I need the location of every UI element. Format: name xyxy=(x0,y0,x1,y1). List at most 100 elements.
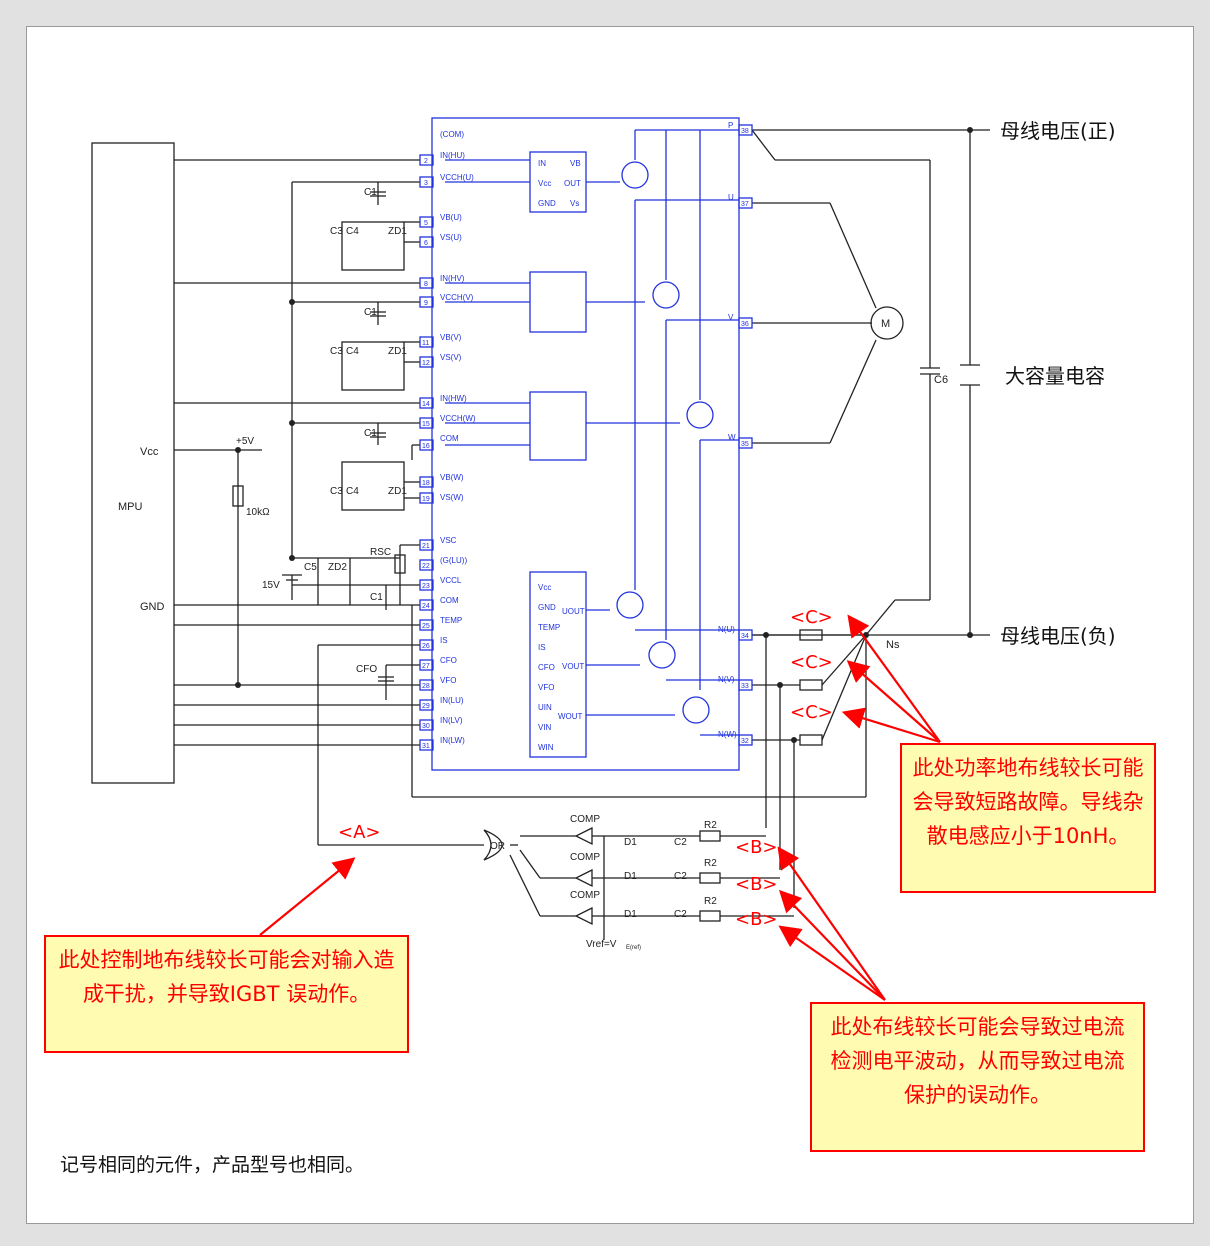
svg-text:37: 37 xyxy=(741,201,749,208)
power-ground-note: 此处功率地布线较长可能会导致短路故障。导线杂散电感应小于10nH。 xyxy=(900,743,1156,893)
motor xyxy=(870,306,904,340)
svg-text:VS(W): VS(W) xyxy=(440,493,464,502)
mpu-block xyxy=(91,142,175,784)
ocp-wiring-note: 此处布线较长可能会导致过电流检测电平波动，从而导致过电流保护的误动作。 xyxy=(810,1002,1145,1152)
svg-text:30: 30 xyxy=(422,723,430,730)
component-labels: +5V 10kΩ 15V C5 ZD2 RSC C1 CFO C1 C1 C1 … xyxy=(236,187,407,675)
svg-text:29: 29 xyxy=(422,703,430,710)
svg-text:CFO: CFO xyxy=(440,656,457,665)
svg-text:C4: C4 xyxy=(346,226,359,237)
svg-text:W: W xyxy=(728,433,736,442)
svg-text:COMP: COMP xyxy=(570,814,600,825)
svg-text:COM: COM xyxy=(440,434,459,443)
svg-text:ZD2: ZD2 xyxy=(328,562,347,573)
svg-text:C1: C1 xyxy=(364,307,377,318)
svg-text:27: 27 xyxy=(422,663,430,670)
svg-text:U: U xyxy=(728,193,734,202)
svg-text:GND: GND xyxy=(538,199,556,208)
svg-text:COM: COM xyxy=(440,596,459,605)
svg-text:P: P xyxy=(728,121,733,130)
svg-text:C2: C2 xyxy=(674,837,687,848)
svg-text:IN(LU): IN(LU) xyxy=(440,696,464,705)
svg-text:25: 25 xyxy=(422,623,430,630)
svg-text:Vcc: Vcc xyxy=(538,179,551,188)
marker-a: <A> xyxy=(338,822,380,843)
pin-numbers: 2 3 5 6 8 9 11 12 14 15 16 18 19 21 22 2… xyxy=(422,128,749,750)
ipm-internals xyxy=(419,124,753,758)
bulk-cap-label: 大容量电容 xyxy=(1005,364,1105,388)
svg-text:R2: R2 xyxy=(704,896,717,907)
svg-text:C2: C2 xyxy=(674,871,687,882)
bus-negative-label: 母线电压(负) xyxy=(1000,624,1116,648)
mpu-label: MPU xyxy=(118,501,143,513)
svg-text:VOUT: VOUT xyxy=(562,662,584,671)
svg-text:14: 14 xyxy=(422,401,430,408)
svg-text:OR: OR xyxy=(490,841,505,852)
svg-text:(G(LU)): (G(LU)) xyxy=(440,556,467,565)
svg-text:21: 21 xyxy=(422,543,430,550)
svg-text:Vcc: Vcc xyxy=(538,583,551,592)
svg-text:5: 5 xyxy=(424,220,428,227)
svg-text:IN(LW): IN(LW) xyxy=(440,736,465,745)
svg-text:TEMP: TEMP xyxy=(440,616,462,625)
svg-text:ZD1: ZD1 xyxy=(388,486,407,497)
svg-text:Vref=V: Vref=V xyxy=(586,939,617,950)
gnd-label: GND xyxy=(140,601,165,613)
svg-text:6: 6 xyxy=(424,240,428,247)
svg-text:8: 8 xyxy=(424,281,428,288)
junction-dots xyxy=(235,127,973,743)
svg-text:VB(W): VB(W) xyxy=(440,473,464,482)
svg-text:34: 34 xyxy=(741,633,749,640)
motor-label: M xyxy=(881,318,890,330)
svg-text:31: 31 xyxy=(422,743,430,750)
svg-text:VB: VB xyxy=(570,159,581,168)
svg-text:3: 3 xyxy=(424,180,428,187)
svg-text:15V: 15V xyxy=(262,580,280,591)
svg-text:ZD1: ZD1 xyxy=(388,226,407,237)
svg-text:VCCH(V): VCCH(V) xyxy=(440,293,474,302)
svg-text:E(ref): E(ref) xyxy=(626,945,641,951)
footnote: 记号相同的元件，产品型号也相同。 xyxy=(60,1154,365,1176)
svg-text:VCCH(U): VCCH(U) xyxy=(440,173,474,182)
svg-text:VFO: VFO xyxy=(440,676,456,685)
svg-text:C2: C2 xyxy=(674,909,687,920)
marker-c-1: <C> xyxy=(790,607,833,628)
c6-label: C6 xyxy=(934,374,948,386)
svg-text:IN: IN xyxy=(538,159,546,168)
svg-text:10kΩ: 10kΩ xyxy=(246,507,270,518)
svg-text:N(W): N(W) xyxy=(718,730,737,739)
svg-text:VFO: VFO xyxy=(538,683,554,692)
svg-text:VB(V): VB(V) xyxy=(440,333,462,342)
svg-text:VB(U): VB(U) xyxy=(440,213,462,222)
svg-text:26: 26 xyxy=(422,643,430,650)
svg-text:D1: D1 xyxy=(624,909,637,920)
svg-text:VSC: VSC xyxy=(440,536,457,545)
svg-text:C1: C1 xyxy=(370,592,383,603)
control-ground-note: 此处控制地布线较长可能会对输入造成干扰，并导致IGBT 误动作。 xyxy=(44,935,409,1053)
svg-text:VCCH(W): VCCH(W) xyxy=(440,414,476,423)
red-arrows xyxy=(259,614,941,1001)
mpu-signal-lines xyxy=(174,159,867,846)
svg-text:UOUT: UOUT xyxy=(562,607,585,616)
power-lines xyxy=(751,129,990,908)
svg-text:R2: R2 xyxy=(704,820,717,831)
svg-text:15: 15 xyxy=(422,421,430,428)
svg-text:RSC: RSC xyxy=(370,547,391,558)
svg-text:COMP: COMP xyxy=(570,852,600,863)
marker-c-2: <C> xyxy=(790,652,833,673)
marker-b-1: <B> xyxy=(735,837,778,858)
svg-text:IN(HU): IN(HU) xyxy=(440,151,465,160)
ocp-section xyxy=(483,826,794,940)
svg-text:N(U): N(U) xyxy=(718,625,735,634)
svg-text:CFO: CFO xyxy=(356,664,377,675)
svg-text:IS: IS xyxy=(538,643,546,652)
ocp-labels: OR COMP COMP COMP R2 R2 R2 D1 C2 D1 C2 D… xyxy=(490,814,717,951)
svg-text:VS(V): VS(V) xyxy=(440,353,462,362)
svg-text:IN(LV): IN(LV) xyxy=(440,716,463,725)
svg-text:11: 11 xyxy=(422,340,429,347)
svg-text:GND: GND xyxy=(538,603,556,612)
svg-text:33: 33 xyxy=(741,683,749,690)
svg-text:C3: C3 xyxy=(330,486,343,497)
svg-text:VS(U): VS(U) xyxy=(440,233,462,242)
